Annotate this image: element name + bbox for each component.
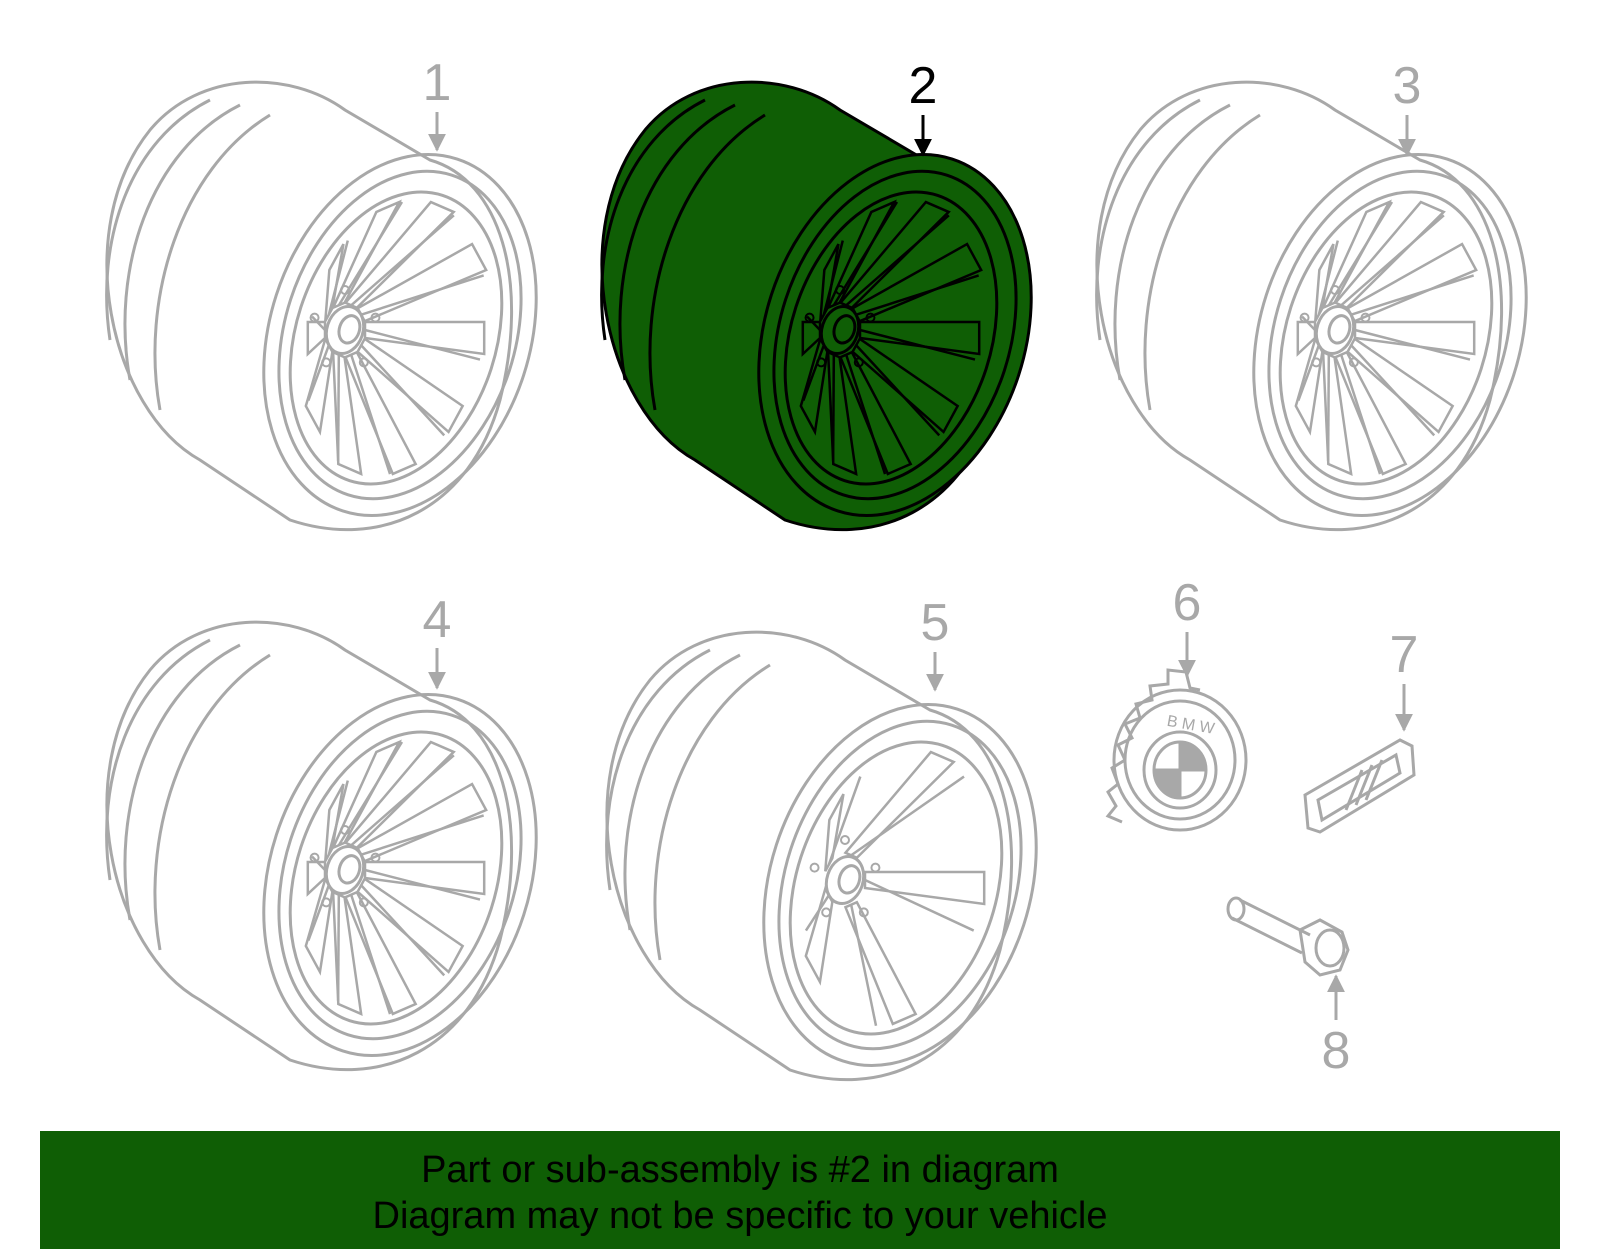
info-banner: Part or sub-assembly is #2 in diagram Di… — [40, 1131, 1560, 1249]
callout-label-4: 4 — [423, 591, 452, 649]
callout-label-5: 5 — [921, 594, 950, 652]
callout-label-6: 6 — [1173, 574, 1202, 632]
callout-label-1: 1 — [423, 54, 452, 112]
center-cap-part-6[interactable]: B M W — [1105, 668, 1248, 832]
wheel-part-5[interactable] — [605, 630, 1081, 1101]
wheel-part-2[interactable] — [600, 80, 1076, 551]
callout-label-8: 8 — [1322, 1022, 1351, 1080]
callout-label-2: 2 — [909, 57, 938, 115]
wheel-part-3[interactable] — [1095, 80, 1571, 551]
callout-label-3: 3 — [1393, 57, 1422, 115]
wheel-part-1[interactable] — [105, 80, 581, 551]
callout-label-7: 7 — [1390, 626, 1419, 684]
wheel-part-4[interactable] — [105, 620, 581, 1091]
banner-line-1: Part or sub-assembly is #2 in diagram — [421, 1149, 1059, 1191]
callout-layer: 1 2 3 4 5 6 7 8 — [423, 54, 1422, 1080]
badge-part-7[interactable] — [1303, 738, 1416, 834]
banner-line-2: Diagram may not be specific to your vehi… — [372, 1195, 1108, 1237]
wheel-bolt-part-8[interactable] — [1226, 896, 1350, 977]
